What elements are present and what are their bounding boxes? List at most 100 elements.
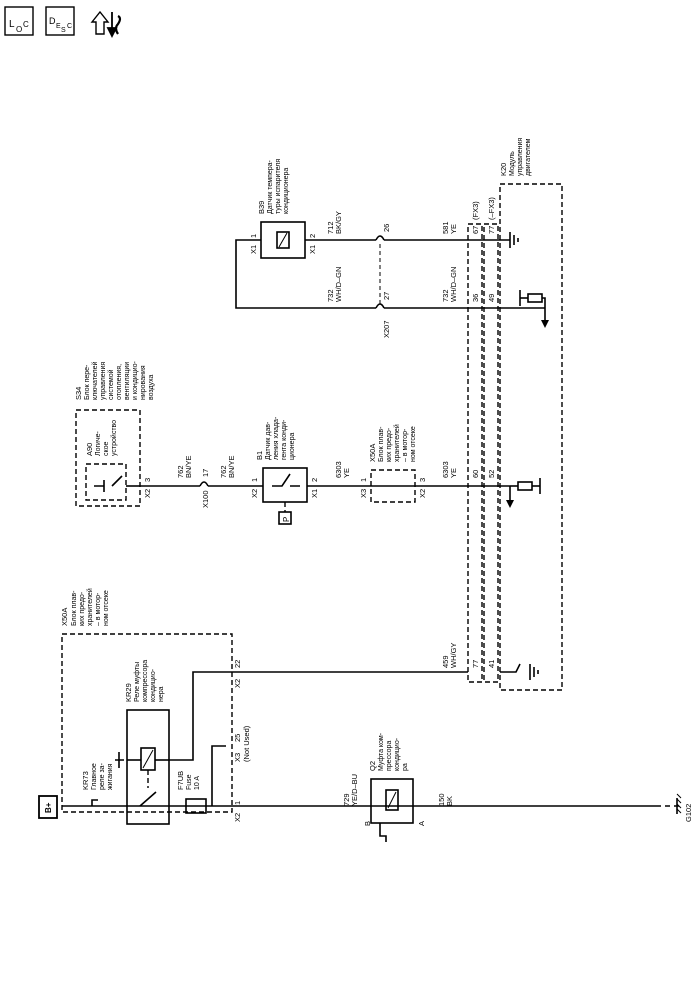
svg-text:729: 729 [342, 793, 351, 806]
svg-text:двигателем: двигателем [525, 138, 532, 176]
svg-text:(FX3): (FX3) [471, 201, 480, 220]
battery-positive-terminal: B+ [38, 795, 58, 819]
engine-control-module-k20: K20 Модуль управления двигателем (FX3) (… [467, 138, 563, 691]
svg-text:ключателей: ключателей [91, 362, 99, 400]
svg-text:X1: X1 [308, 245, 317, 254]
svg-text:X2: X2 [143, 489, 152, 498]
connector-x2-pin1: X2 1 [233, 801, 242, 822]
svg-text:(–FX3): (–FX3) [487, 197, 496, 220]
svg-text:732: 732 [441, 289, 450, 302]
svg-text:3: 3 [418, 478, 427, 482]
wire-label-732-b: 732 WH/D–GN [441, 267, 458, 302]
svg-text:17: 17 [201, 469, 210, 477]
svg-text:67: 67 [471, 226, 480, 234]
svg-text:6303: 6303 [441, 461, 450, 478]
k20-internal-pullup-49 [519, 290, 549, 328]
svg-text:ления хлада-: ления хлада- [273, 416, 280, 460]
svg-text:BK: BK [445, 796, 454, 806]
svg-text:BK/GY: BK/GY [334, 211, 343, 234]
svg-text:1: 1 [249, 234, 258, 238]
svg-text:управления: управления [100, 362, 107, 400]
tools-icon[interactable] [90, 10, 122, 39]
svg-text:YE/D–BU: YE/D–BU [350, 774, 359, 806]
svg-text:(Not Used): (Not Used) [242, 725, 251, 762]
svg-text:150: 150 [437, 793, 446, 806]
svg-text:ном отсеке: ном отсеке [410, 426, 417, 462]
svg-text:YE: YE [449, 468, 458, 478]
svg-text:Блок пере-: Блок пере- [84, 364, 91, 400]
location-icon[interactable]: L O C [4, 6, 34, 36]
svg-text:36: 36 [471, 294, 480, 302]
svg-text:762: 762 [219, 465, 228, 478]
svg-text:2: 2 [310, 478, 319, 482]
svg-text:Логиче-: Логиче- [95, 431, 102, 456]
svg-text:Реле муфты: Реле муфты [134, 662, 141, 702]
svg-text:22: 22 [233, 660, 242, 668]
svg-text:X50A: X50A [368, 444, 377, 462]
pressure-tag: P [282, 517, 291, 522]
svg-text:KR29: KR29 [124, 683, 133, 702]
fuse-block-x50a-mid: X50A Блок плав- ких предо- хранителей – … [359, 424, 427, 503]
svg-text:77: 77 [471, 660, 480, 668]
relay-kr29: KR29 Реле муфты компрессора кондицио- не… [124, 660, 170, 825]
svg-text:X50A: X50A [60, 608, 69, 626]
svg-text:77: 77 [487, 226, 496, 234]
svg-text:WH/GY: WH/GY [449, 643, 458, 668]
svg-text:D: D [49, 16, 56, 26]
description-icon[interactable]: D E S C [45, 6, 75, 36]
svg-text:воздуха: воздуха [148, 374, 155, 400]
svg-text:52: 52 [487, 470, 496, 478]
svg-text:BN/YE: BN/YE [227, 455, 236, 478]
svg-text:1: 1 [359, 478, 368, 482]
svg-text:732: 732 [326, 289, 335, 302]
svg-text:581: 581 [441, 221, 450, 234]
svg-text:Блок плав-: Блок плав- [378, 426, 385, 462]
connector-x207: 26 27 X207 [375, 224, 391, 338]
svg-text:хранителей: хранителей [86, 588, 94, 626]
fuse-f7ub: F7UB Fuse 10 A [176, 771, 207, 814]
svg-text:3: 3 [143, 478, 152, 482]
svg-text:O: O [16, 25, 22, 34]
svg-text:X2: X2 [233, 813, 242, 822]
wire-label-762-b: 762 BN/YE [219, 455, 236, 478]
wire-label-6303-b: 6303 YE [441, 461, 458, 478]
svg-text:Главное: Главное [91, 763, 98, 790]
svg-text:туры испарителя: туры испарителя [275, 159, 282, 214]
svg-text:49: 49 [487, 294, 496, 302]
svg-text:управления: управления [517, 138, 524, 176]
svg-text:762: 762 [176, 465, 185, 478]
svg-text:прессора: прессора [386, 741, 393, 771]
svg-text:27: 27 [382, 292, 391, 300]
svg-text:вентиляции: вентиляции [124, 362, 131, 400]
wire-kr29-to-x2-22 [169, 671, 468, 761]
svg-text:отопления,: отопления, [116, 364, 123, 400]
svg-text:2: 2 [308, 234, 317, 238]
svg-text:системой: системой [107, 369, 115, 400]
svg-text:ких предо-: ких предо- [386, 427, 393, 462]
svg-text:WH/D–GN: WH/D–GN [334, 267, 343, 302]
svg-text:712: 712 [326, 221, 335, 234]
svg-text:жигания: жигания [107, 763, 114, 790]
k20-internal-pullup-52 [506, 478, 541, 508]
wire-label-6303-a: 6303 YE [334, 461, 351, 478]
temp-sensor-b39: B39 Датчик темпера- туры испарителя конд… [249, 159, 317, 259]
top-toolbar: L O C D E S C [4, 4, 144, 44]
svg-text:B39: B39 [257, 201, 266, 214]
svg-text:1: 1 [233, 801, 242, 805]
svg-text:X1: X1 [249, 245, 258, 254]
k20-internal-ground-67 [509, 232, 519, 248]
svg-text:нирования: нирования [140, 365, 147, 400]
svg-text:F7UB: F7UB [176, 771, 185, 790]
svg-text:нера: нера [158, 686, 165, 702]
svg-text:E: E [56, 23, 61, 30]
svg-text:X2: X2 [418, 489, 427, 498]
svg-text:10 A: 10 A [194, 776, 201, 790]
svg-text:Блок плав-: Блок плав- [71, 590, 78, 626]
svg-text:KR73: KR73 [81, 771, 90, 790]
svg-text:кондицио-: кондицио- [150, 668, 157, 702]
k20-internal-ground-41 [500, 663, 539, 680]
svg-text:S34: S34 [74, 387, 83, 400]
svg-text:кондицио-: кондицио- [394, 737, 401, 771]
svg-text:X1: X1 [310, 489, 319, 498]
svg-text:и кондицио-: и кондицио- [132, 360, 139, 400]
